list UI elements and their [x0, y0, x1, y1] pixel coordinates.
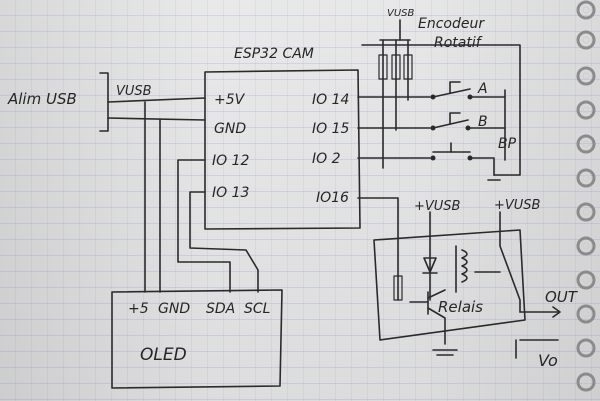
wire-io16	[357, 197, 399, 301]
encoder-pin-bp: BP	[498, 136, 517, 152]
wire-sda	[177, 159, 231, 293]
oled-pin-gnd: GND	[158, 301, 190, 317]
switch-a-blade	[432, 88, 471, 98]
oled-pin-scl: SCL	[244, 301, 270, 317]
pullup-resistor-3	[403, 54, 413, 80]
relay-contact	[499, 211, 521, 313]
oled-pin-5v: +5	[128, 301, 149, 317]
relay-box	[373, 229, 526, 341]
relay-vusb-left: +VUSB	[414, 199, 461, 214]
switch-bp-out	[469, 157, 495, 176]
relay-out-label: OUT	[545, 288, 579, 306]
flyback-diode	[423, 257, 437, 273]
out-arrow	[552, 306, 561, 318]
spiral-binding	[576, 0, 596, 392]
relay-coil	[461, 249, 468, 283]
encoder-pin-a: A	[477, 81, 488, 97]
power-source-label: Alim USB	[7, 90, 77, 108]
esp32-pin-io2: IO 2	[312, 151, 341, 167]
esp32-pin-gnd: GND	[214, 121, 246, 137]
output-voltage-label: Vo	[538, 351, 558, 370]
pullup-resistor-1	[378, 54, 388, 80]
encoder-vusb-label: VUSB	[387, 8, 415, 19]
esp32-pin-io13: IO 13	[212, 185, 249, 201]
power-vusb-label: VUSB	[116, 84, 152, 99]
relay-vusb-right: +VUSB	[494, 198, 541, 213]
switch-bp-contact-1	[430, 155, 436, 161]
esp32-pin-io14: IO 14	[312, 92, 349, 108]
switch-b-actuator	[449, 112, 461, 125]
usb-bracket	[99, 72, 109, 132]
encoder-pin-b: B	[478, 114, 488, 130]
encoder-label-line1: Encodeur	[418, 16, 485, 32]
switch-a-actuator	[449, 81, 461, 94]
encoder-label-line2: Rotatif	[434, 35, 483, 51]
wire-vusb-5v	[107, 97, 206, 103]
esp32-pin-io12: IO 12	[212, 153, 250, 169]
pullup-resistor-2	[391, 54, 401, 80]
oled-pin-sda: SDA	[206, 301, 235, 317]
wire-scl	[189, 191, 259, 293]
esp32-pin-io15: IO 15	[312, 121, 350, 137]
esp32-pin-io16: IO16	[316, 190, 349, 206]
transistor-collector	[427, 289, 446, 299]
esp32-box	[204, 69, 361, 230]
transistor-emitter	[427, 307, 446, 345]
encoder-box	[361, 44, 521, 176]
oled-box	[111, 289, 283, 389]
relay-label: Relais	[438, 298, 483, 316]
base-resistor	[393, 275, 403, 301]
wire-gnd	[107, 117, 206, 121]
esp32-pin-5v: +5V	[214, 92, 246, 108]
oled-name: OLED	[140, 345, 187, 365]
esp32-title: ESP32 CAM	[234, 46, 314, 62]
